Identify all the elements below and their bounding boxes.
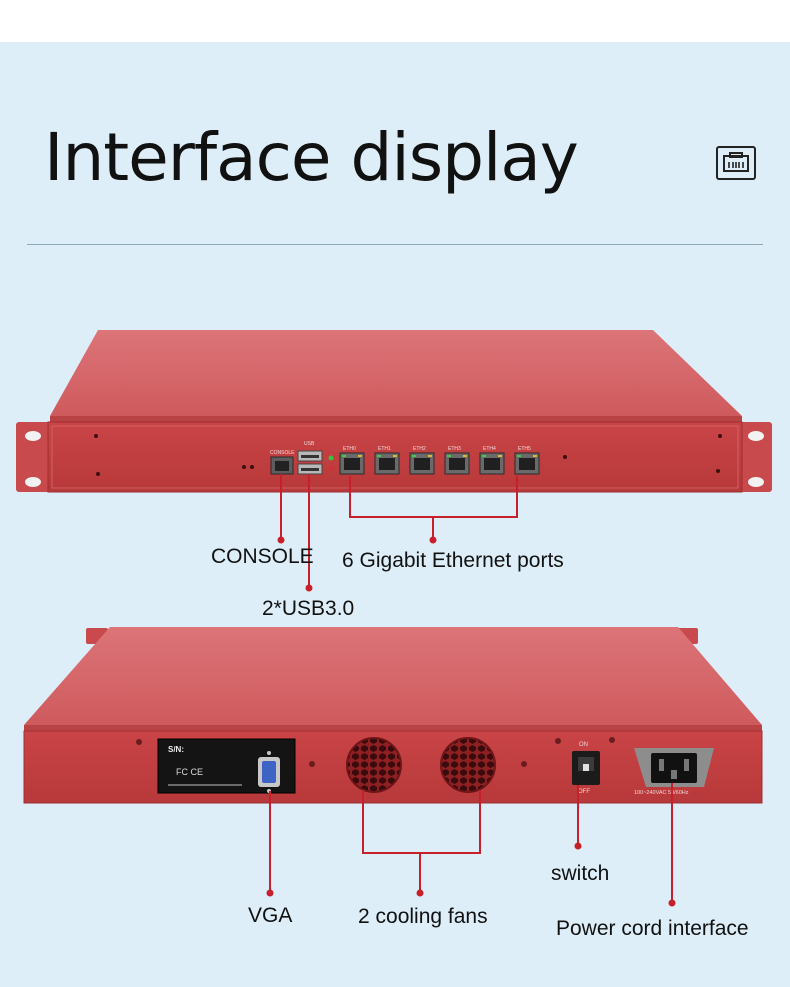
rear-callouts (269, 783, 673, 903)
ethernet-ports-label: 6 Gigabit Ethernet ports (342, 549, 564, 572)
front-unit: CONSOLE USB ETH0 ETH1 ETH2 ETH3 ETH4 ETH5 (16, 330, 772, 493)
ethernet-port-led (533, 455, 537, 457)
eth-port-label: ETH2 (413, 446, 426, 452)
ethernet-port-socket (484, 458, 500, 470)
ethernet-port-led (393, 455, 397, 457)
power-rating-text: 100~240VAC 50/60Hz (634, 790, 689, 796)
ethernet-port-led (342, 455, 346, 457)
ethernet-port-led (377, 455, 381, 457)
ethernet-port-led (517, 455, 521, 457)
switch-on-text: ON (579, 742, 588, 748)
title-divider (27, 244, 763, 245)
vga-callout-dot (266, 889, 274, 897)
content-panel (0, 42, 790, 987)
right-rack-ear (736, 422, 772, 492)
page-title: Interface display (44, 119, 579, 196)
ethernet-port-led (482, 455, 486, 457)
rear-unit-top (24, 627, 762, 725)
power-cord-label: Power cord interface (556, 917, 749, 940)
ethernet-port-socket (519, 458, 535, 470)
ethernet-port-led (428, 455, 432, 457)
ethernet-port-socket (344, 458, 360, 470)
ethernet-callout-dot (429, 536, 437, 544)
eth-port-label: ETH4 (483, 446, 496, 452)
console-label: CONSOLE (211, 545, 314, 568)
ethernet-port-led (412, 455, 416, 457)
front-unit-top (50, 330, 742, 416)
ethernet-port-socket (449, 458, 465, 470)
ethernet-ports: ETH0 ETH1 ETH2 ETH3 ETH4 ETH5 (339, 446, 540, 475)
ethernet-port-led (447, 455, 451, 457)
eth-port-label: ETH3 (448, 446, 461, 452)
ethernet-port-socket (379, 458, 395, 470)
cert-marks-text: FC CE (176, 767, 203, 777)
ethernet-port-led (498, 455, 502, 457)
cooling-fan-2 (440, 737, 496, 793)
eth-port-label: ETH1 (378, 446, 391, 452)
panel-console-text: CONSOLE (270, 450, 295, 456)
hdd-led (329, 466, 333, 470)
left-rack-ear (16, 422, 56, 492)
fans-callout-dot (416, 889, 424, 897)
ethernet-port-led (358, 455, 362, 457)
eth-port-label: ETH0 (343, 446, 356, 452)
switch-callout-dot (574, 842, 582, 850)
panel-usb-text: USB (304, 441, 315, 447)
power-callout-dot (668, 899, 676, 907)
ethernet-port-icon (716, 146, 756, 180)
top-strip (0, 0, 790, 42)
front-callouts (280, 474, 518, 588)
power-led (328, 455, 334, 461)
ethernet-port-led (463, 455, 467, 457)
switch-label: switch (551, 862, 610, 885)
console-callout-dot (277, 536, 285, 544)
usb-callout-dot (305, 584, 313, 592)
vga-label: VGA (248, 904, 293, 927)
usb-label: 2*USB3.0 (262, 597, 355, 620)
eth-port-label: ETH5 (518, 446, 531, 452)
cooling-fans-label: 2 cooling fans (358, 905, 488, 928)
ethernet-port-socket (414, 458, 430, 470)
cooling-fan-1 (346, 737, 402, 793)
rear-unit: S/N: FC CE ON OFF 100~240VAC 50/60Hz (23, 627, 763, 804)
switch-off-text: OFF (578, 789, 590, 795)
sn-text: S/N: (168, 745, 184, 754)
